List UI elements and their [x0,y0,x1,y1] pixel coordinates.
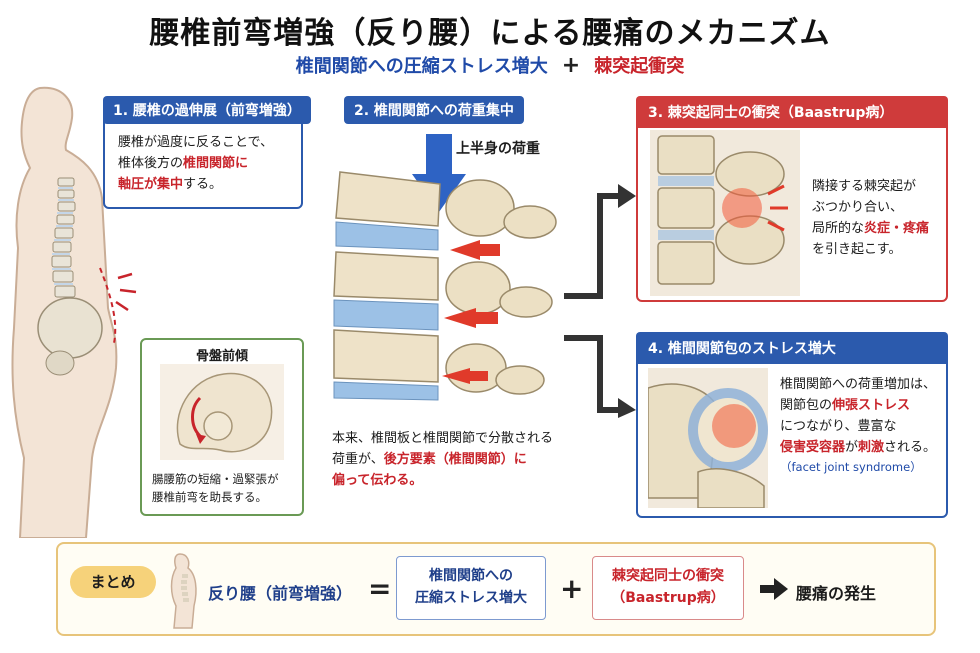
panel-3-text: 隣接する棘突起が ぶつかり合い、 局所的な炎症・疼痛 を引き起こす。 [812,176,942,260]
summary-box-2-line1: 棘突起同士の衝突 [612,568,724,584]
panel-4-line4: 侵害受容器が刺激される。 [780,437,946,458]
baastrup-illustration [650,130,800,296]
panel-2-line3: 偏って伝わる。 [332,473,423,488]
panel-1-tag: 1. 腰椎の過伸展（前弯増強） [103,96,311,124]
summary-plus: + [560,572,584,605]
panel-3-line3a: 局所的な [812,221,865,236]
panel-3-line4: を引き起こす。 [812,242,902,257]
panel-4-tag: 4. 椎間関節包のストレス増大 [636,332,948,364]
panel-4-text: 椎間関節への荷重増加は、 関節包の伸張ストレス につながり、豊富な 侵害受容器が… [780,374,946,476]
summary-box-1: 椎間関節への 圧縮ストレス増大 [396,556,546,620]
panel-3-line3: 局所的な炎症・疼痛 [812,218,942,239]
panel-1-line2: 椎体後方の椎間関節に [118,153,298,174]
facet-joint-illustration [648,368,768,508]
pelvis-illustration [160,364,284,460]
pelvis-line2: 腰椎前弯を助長する。 [152,490,267,504]
body-silhouette-illustration [11,86,137,538]
summary-box-2: 棘突起同士の衝突 （Baastrup病） [592,556,744,620]
panel-1-line3: 軸圧が集中する。 [118,174,298,195]
pelvis-title: 骨盤前傾 [195,349,248,364]
load-label: 上半身の荷重 [456,141,540,157]
connector-arrows [564,184,636,418]
panel-1-text: 腰椎が過度に反ることで、 椎体後方の椎間関節に 軸圧が集中する。 [118,132,298,195]
summary-box-1-line2: 圧縮ストレス増大 [415,590,527,606]
panel-4-line2b: 伸張ストレス [832,398,911,413]
summary-cause: 反り腰（前弯増強） [208,584,353,603]
panel-2-line2a: 荷重が、 [332,452,384,467]
panel-4-line1: 椎間関節への荷重増加は、 [780,377,937,392]
subtitle-part2: 棘突起衝突 [594,56,685,77]
panel-4-line4c: 刺激 [858,440,885,455]
panel-2-line2b: 後方要素（椎間関節）に [383,452,527,467]
summary-equals: = [368,572,392,605]
panel-1-line1: 腰椎が過度に反ることで、 [118,135,274,150]
panel-4-line2a: 関節包の [780,398,833,413]
panel-1-line3a: 軸圧が集中 [118,177,184,192]
panel-3-line1: 隣接する棘突起が [812,179,917,194]
summary-result: 腰痛の発生 [796,584,877,603]
panel-2-text: 本来、椎間板と椎間関節で分散される 荷重が、後方要素（椎間関節）に 偏って伝わる… [332,428,592,491]
pelvis-text: 腸腰筋の短縮・過緊張が 腰椎前弯を助長する。 [152,470,302,506]
summary-tag: まとめ [70,566,156,598]
summary-body-icon [170,553,197,629]
panel-2-line2: 荷重が、後方要素（椎間関節）に [332,449,592,470]
panel-4-line3: につながり、豊富な [780,419,897,434]
subtitle-part1: 椎間関節への圧縮ストレス増大 [295,56,548,77]
panel-4-line4d: される。 [884,440,937,455]
panel-4-line4b: が [845,440,859,455]
panel-1-line2a: 椎体後方の [118,156,184,171]
summary-box-2-line2: （Baastrup病） [611,590,725,606]
panel-4-line4a: 侵害受容器 [780,440,846,455]
panel-2-line1: 本来、椎間板と椎間関節で分散される [332,431,554,446]
panel-1-line2b: 椎間関節に [183,156,249,171]
spine-load-illustration [333,134,557,401]
pelvis-line1: 腸腰筋の短縮・過緊張が [152,472,279,486]
panel-3-line3b: 炎症・疼痛 [864,221,930,236]
panel-4-line2: 関節包の伸張ストレス [780,395,946,416]
summary-box-1-line1: 椎間関節への [429,568,513,584]
arrow-right-icon [760,578,788,600]
subtitle: 椎間関節への圧縮ストレス増大 + 棘突起衝突 [0,52,980,78]
panel-3-tag: 3. 棘突起同士の衝突（Baastrup病） [636,96,948,128]
panel-1-line3b: する。 [183,177,223,192]
page-title: 腰椎前弯増強（反り腰）による腰痛のメカニズム [149,16,831,51]
panel-2-tag: 2. 椎間関節への荷重集中 [344,96,524,124]
panel-3-line2: ぶつかり合い、 [812,200,904,215]
subtitle-plus: + [561,53,581,78]
panel-4-line5: （facet joint syndrome） [780,460,922,474]
